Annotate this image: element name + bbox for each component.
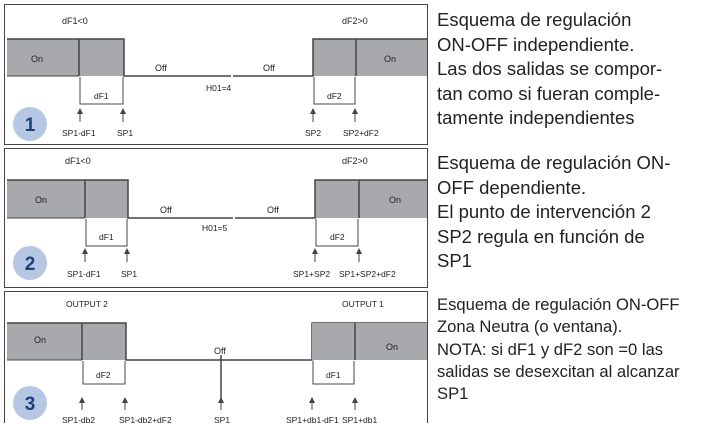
arrow-label: SP1 xyxy=(214,415,230,424)
left-diff-label: dF1 xyxy=(94,91,109,101)
diagram-2: dF1<0 dF2>0 On Off Off On H01=5 dF1 dF2 … xyxy=(7,156,427,280)
arrow-label: SP1-dF1 xyxy=(67,269,101,279)
description-line: Esquema de regulación ON-OFF xyxy=(437,295,680,314)
top-right-label: dF2>0 xyxy=(342,156,368,166)
diagram-3: OUTPUT 2 OUTPUT 1 On Off On dF2 dF1 SP1-… xyxy=(7,299,427,424)
description-line: El punto de intervención 2 xyxy=(437,201,651,222)
arrow-label: SP1-db2 xyxy=(62,415,95,424)
description-line: tan como si fueran comple- xyxy=(437,82,661,104)
on-block-right xyxy=(313,39,427,76)
right-output-line xyxy=(235,179,427,219)
right-diff-label: dF2 xyxy=(327,91,342,101)
arrow-label: SP1-db2+dF2 xyxy=(119,415,172,424)
center-mode-label: H01=4 xyxy=(206,83,232,93)
on-block-left xyxy=(7,39,124,76)
panel-number: 2 xyxy=(25,254,36,275)
description-line: SP2 regula en función de xyxy=(437,225,645,247)
arrow-marker xyxy=(79,397,358,410)
description-line: ON-OFF independiente. xyxy=(437,33,635,55)
top-left-label: OUTPUT 2 xyxy=(66,299,108,309)
description-line: Esquema de regulación xyxy=(437,9,632,30)
right-off-label: Off xyxy=(267,205,279,215)
on-block-right xyxy=(312,323,427,360)
left-on-label: On xyxy=(35,195,47,205)
left-diff-label: dF1 xyxy=(99,232,114,242)
diagram-panel-1: dF1<0 dF2>0 On Off Off On H01=4 dF1 dF2 … xyxy=(4,4,428,145)
left-output-line xyxy=(7,38,231,77)
on-block-left xyxy=(7,323,126,360)
panel-number-badge xyxy=(13,246,47,280)
right-on-label: On xyxy=(389,195,401,205)
arrow-label: SP1 xyxy=(121,269,137,279)
arrow-marker xyxy=(82,248,362,262)
left-output-line xyxy=(7,179,233,219)
arrow-label: SP1-dF1 xyxy=(62,128,96,138)
arrow-label: SP2 xyxy=(305,128,321,138)
diagram-1: dF1<0 dF2>0 On Off Off On H01=4 dF1 dF2 … xyxy=(7,16,427,141)
left-off-label: Off xyxy=(160,205,172,215)
left-off-label: Off xyxy=(155,63,167,73)
diagram-panel-2: dF1<0 dF2>0 On Off Off On H01=5 dF1 dF2 … xyxy=(4,148,428,288)
right-diff-bracket xyxy=(312,361,355,385)
right-diff-label: dF1 xyxy=(326,370,341,380)
top-right-label: dF2>0 xyxy=(342,16,368,26)
arrow-marker xyxy=(77,108,358,122)
right-off-label: Off xyxy=(263,63,275,73)
right-on-label: On xyxy=(386,342,398,352)
arrow-label: SP1+db1 xyxy=(342,415,377,424)
description-line: Esquema de regulación ON- xyxy=(437,152,671,173)
description-line: SP1 xyxy=(437,384,469,404)
right-output-line xyxy=(233,38,427,77)
on-block-right xyxy=(315,180,427,218)
arrow-label: SP1 xyxy=(117,128,133,138)
top-right-label: OUTPUT 1 xyxy=(342,299,384,309)
left-on-label: On xyxy=(31,54,43,64)
description-line: Las dos salidas se compor- xyxy=(437,58,663,79)
left-diff-bracket xyxy=(82,361,126,385)
panel-number: 3 xyxy=(25,394,36,415)
left-diff-label: dF2 xyxy=(96,370,111,380)
description-line: NOTA: si dF1 y dF2 son =0 las xyxy=(437,339,664,359)
panel-number: 1 xyxy=(25,115,36,136)
description-1: Esquema de regulación ON-OFF independien… xyxy=(437,8,707,131)
panel-number-badge xyxy=(13,107,47,141)
right-diff-bracket xyxy=(313,77,356,105)
panel-number-badge xyxy=(13,386,47,420)
left-diff-bracket xyxy=(79,77,124,105)
description-line: salidas se desexcitan al alcanzar xyxy=(437,361,680,381)
description-line: Zona Neutra (o ventana). xyxy=(437,317,623,337)
center-off-label: Off xyxy=(214,346,226,356)
arrow-label: SP1+SP2 xyxy=(293,269,330,279)
arrow-label: SP1+db1-dF1 xyxy=(286,415,339,424)
description-line: tamente independientes xyxy=(437,107,635,128)
top-left-label: dF1<0 xyxy=(62,16,88,26)
arrow-label: SP1+SP2+dF2 xyxy=(339,269,396,279)
right-diff-label: dF2 xyxy=(330,232,345,242)
description-line: SP1 xyxy=(437,250,472,271)
diagram-panel-3: OUTPUT 2 OUTPUT 1 On Off On dF2 dF1 SP1-… xyxy=(4,291,428,424)
description-3: Esquema de regulación ON-OFF Zona Neutra… xyxy=(437,294,707,405)
center-mode-label: H01=5 xyxy=(202,223,228,233)
right-on-label: On xyxy=(384,54,396,64)
arrow-label: SP2+dF2 xyxy=(343,128,379,138)
right-diff-bracket xyxy=(315,219,359,247)
left-diff-bracket xyxy=(85,219,128,247)
top-left-label: dF1<0 xyxy=(65,156,91,166)
description-2: Esquema de regulación ON- OFF dependient… xyxy=(437,151,707,274)
on-block-left xyxy=(7,180,128,218)
description-line: OFF dependiente. xyxy=(437,176,587,198)
left-on-label: On xyxy=(34,335,46,345)
